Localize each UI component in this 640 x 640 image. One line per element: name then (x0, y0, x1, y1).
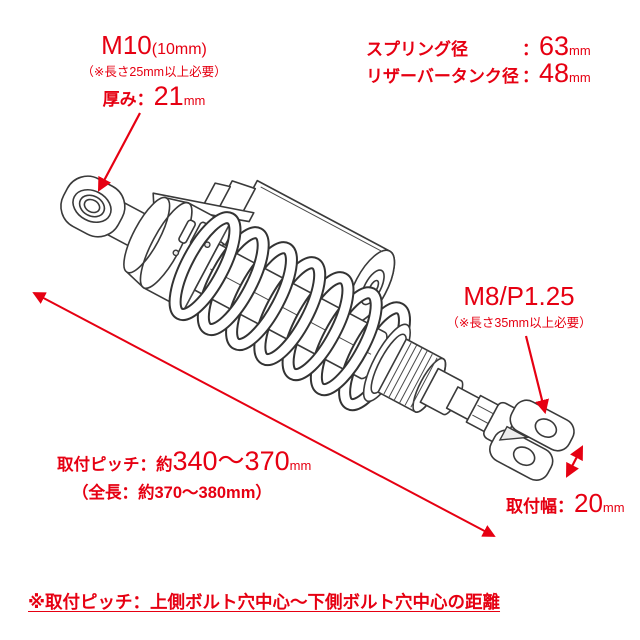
mounting-width-unit: mm (602, 500, 625, 515)
mounting-pitch-unit: mm (289, 458, 312, 473)
bottom-bolt-annotation: M8/P1.25 （※長さ35mm以上必要） (433, 281, 605, 331)
thickness-value: 21 (153, 81, 184, 111)
mounting-width-label: 取付幅： (506, 497, 574, 516)
top-bolt-size-note: (10mm) (151, 41, 207, 58)
bottom-bolt-leader-arrow (524, 335, 549, 415)
top-bolt-size: M10(10mm) (56, 30, 252, 61)
mounting-width-dimension-arrow (566, 445, 583, 478)
top-bolt-thickness: 厚み：21mm (56, 81, 252, 112)
reservoir-diameter-unit: mm (569, 70, 591, 85)
spring-diameter-label: スプリング径 (366, 40, 468, 59)
thickness-leader-arrow (97, 112, 141, 192)
reservoir-diameter-row: リザーバータンク径 ： 48 mm (366, 60, 591, 87)
top-bolt-size-value: M10 (101, 30, 152, 60)
mounting-width-value: 20 (574, 488, 603, 518)
bottom-bolt-length-note: （※長さ35mm以上必要） (446, 316, 592, 330)
spring-diameter-value: 63 (539, 31, 570, 61)
spring-diameter-colon: ： (522, 40, 539, 59)
footer-pitch-definition-note: ※取付ピッチ：上側ボルト穴中心～下側ボルト穴中心の距離 (28, 592, 501, 612)
top-bolt-length-note: （※長さ25mm以上必要） (81, 65, 227, 79)
thickness-label: 厚み： (102, 90, 154, 109)
thickness-unit: mm (183, 93, 206, 108)
spring-diameter-row: スプリング径 ： 63 mm (366, 33, 591, 60)
bottom-bolt-spec: M8/P1.25 (463, 281, 575, 311)
mounting-pitch-dimension-arrow (32, 292, 496, 537)
spring-diameter-unit: mm (569, 43, 591, 58)
annotation-arrows (32, 112, 583, 537)
reservoir-diameter-colon: ： (522, 67, 539, 86)
diameter-spec-table: スプリング径 ： 63 mm リザーバータンク径 ： 48 mm (366, 33, 591, 87)
reservoir-diameter-label: リザーバータンク径 (366, 67, 519, 86)
top-bolt-annotation: M10(10mm) （※長さ25mm以上必要） 厚み：21mm (56, 30, 252, 112)
reservoir-diameter-value: 48 (539, 58, 570, 88)
total-length-note: （全長：約370～380mm） (72, 484, 272, 502)
mounting-pitch-value: 340～370 (172, 446, 290, 476)
mounting-pitch-label: 取付ピッチ：約 (57, 456, 173, 474)
